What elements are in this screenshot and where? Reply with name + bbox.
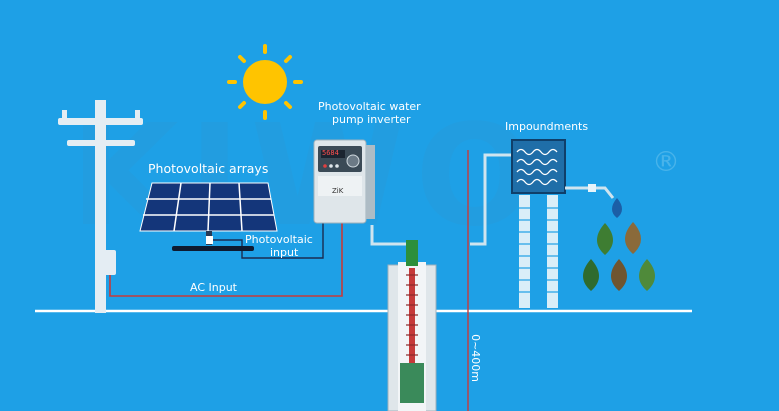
inverter-brand: ZiK [332,187,344,195]
photovoltaic-arrays-label: Photovoltaic arrays [148,161,269,176]
inverter-icon [313,139,375,224]
ac-input-label: AC Input [190,281,237,294]
inverter-display: 5684 [322,149,339,157]
solar-panel-icon [139,182,278,251]
ac-wire [109,212,343,297]
pv-wire [213,212,324,259]
borehole-pump-icon [387,240,437,411]
impoundments-label: Impoundments [505,120,589,133]
water-tower-icon [511,139,615,308]
pv-input-label-line1: Photovoltaic [245,233,313,246]
water-drop-icon [583,198,655,291]
pv-input-label-line2: input [270,246,299,259]
sun-icon [227,44,303,120]
water-pipe [370,153,512,246]
utility-pole-icon [58,100,143,313]
registered-mark: ® [652,145,680,178]
inverter-label-line2: pump inverter [332,113,411,126]
depth-label: 0~400m [469,334,483,383]
inverter-label-line1: Photovoltaic water [318,100,421,113]
